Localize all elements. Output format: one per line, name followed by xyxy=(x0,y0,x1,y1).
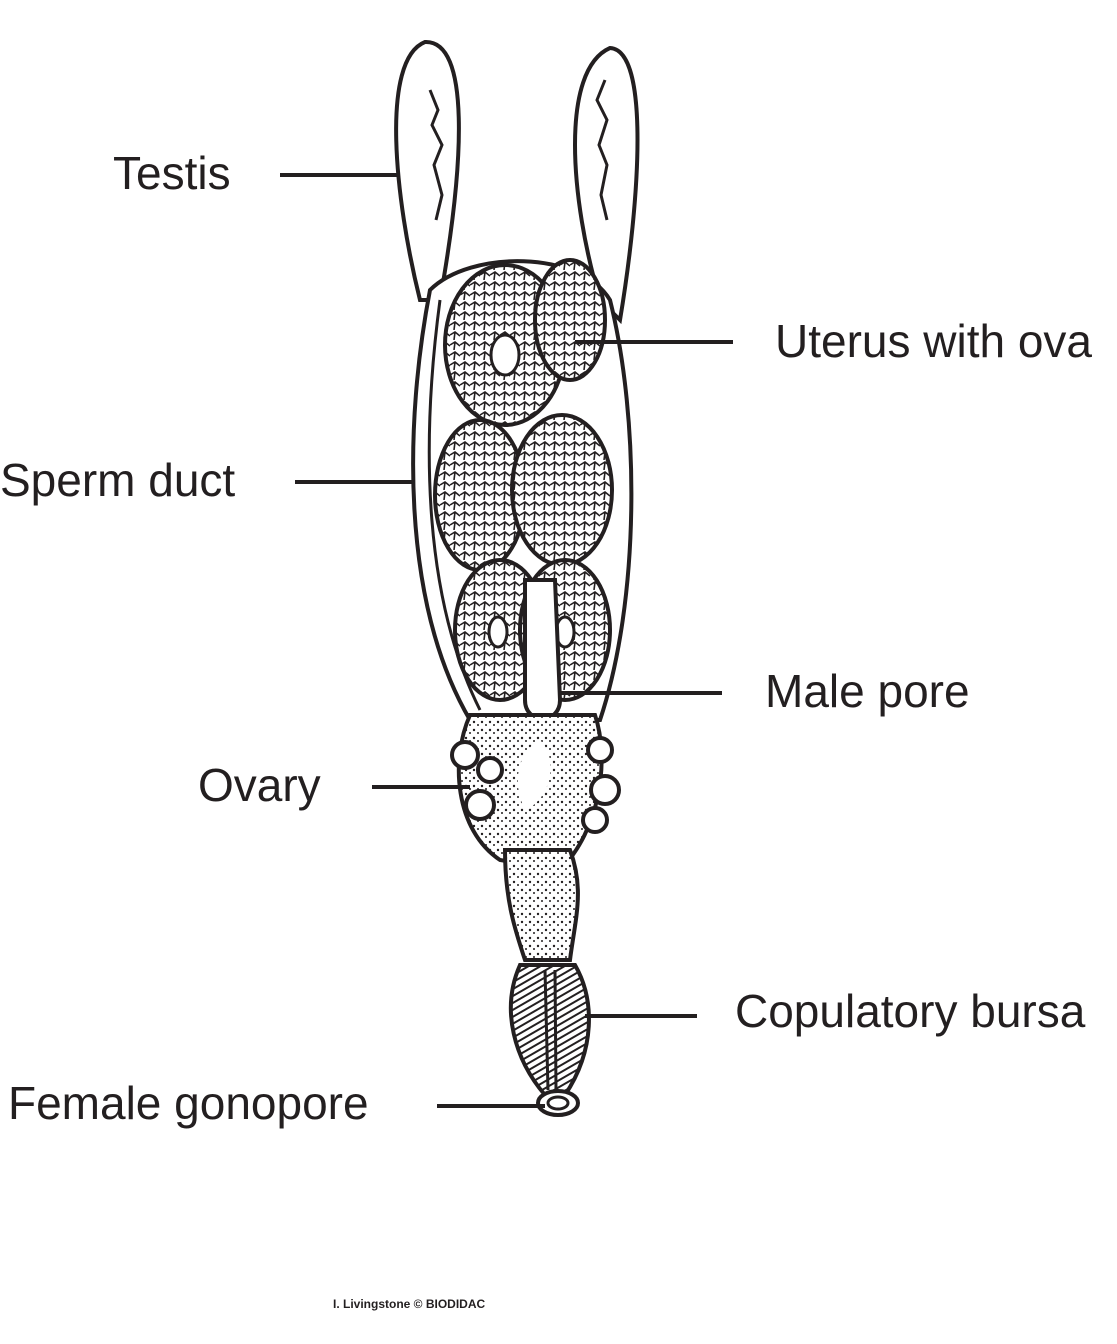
label-female-gonopore: Female gonopore xyxy=(8,1077,369,1129)
ovum xyxy=(533,258,607,382)
label-copulatory-bursa: Copulatory bursa xyxy=(735,985,1086,1037)
label-ovary: Ovary xyxy=(198,759,321,811)
left-testis xyxy=(394,39,461,302)
male-pore xyxy=(523,578,563,721)
ovum xyxy=(510,413,614,567)
label-uterus-with-ova: Uterus with ova xyxy=(775,315,1093,367)
label-male-pore: Male pore xyxy=(765,665,970,717)
label-testis: Testis xyxy=(113,147,231,199)
copulatory-bursa xyxy=(508,963,591,1097)
credit-text: I. Livingstone © BIODIDAC xyxy=(333,1297,486,1311)
right-testis xyxy=(573,45,640,325)
label-sperm-duct: Sperm duct xyxy=(0,454,236,506)
